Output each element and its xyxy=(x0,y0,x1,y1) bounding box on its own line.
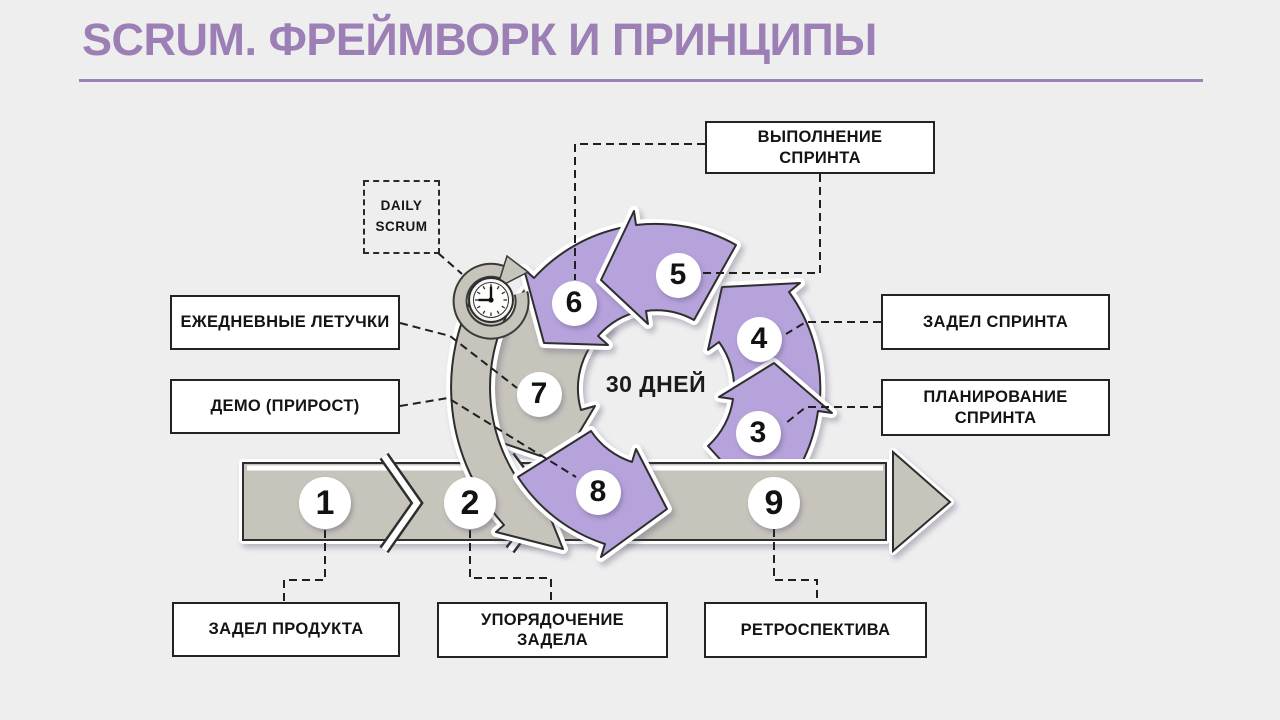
connector-sprint-planning-3 xyxy=(785,406,881,424)
label-text: РЕТРОСПЕКТИВА xyxy=(740,620,891,639)
step-badge-8: 8 xyxy=(575,469,621,515)
connector-daily-scrum-clock xyxy=(437,252,463,275)
step-badge-5: 5 xyxy=(655,252,701,298)
label-text: ЗАДЕЛ СПРИНТА xyxy=(922,312,1069,331)
step-badge-7: 7 xyxy=(516,371,562,417)
label-box-sprint-execution: ВЫПОЛНЕНИЕ СПРИНТА xyxy=(705,121,935,174)
connector-lines xyxy=(283,143,881,601)
label-box-demo-increment: ДЕМО (ПРИРОСТ) xyxy=(170,379,400,434)
label-text: УПОРЯДОЧЕНИЕ ЗАДЕЛА xyxy=(481,610,624,649)
connector-retrospective-9 xyxy=(773,529,818,601)
step-badge-6: 6 xyxy=(551,280,597,326)
connector-sprint-execution-6 xyxy=(574,143,705,280)
label-box-daily-standups: ЕЖЕДНЕВНЫЕ ЛЕТУЧКИ xyxy=(170,295,400,350)
chevron-divider-1 xyxy=(379,452,424,554)
label-box-daily-scrum: DAILY SCRUM xyxy=(363,180,440,254)
label-text: ДЕМО (ПРИРОСТ) xyxy=(210,397,360,416)
label-box-sprint-backlog: ЗАДЕЛ СПРИНТА xyxy=(881,294,1110,350)
step-badge-4: 4 xyxy=(736,316,782,362)
step-badge-1: 1 xyxy=(299,477,351,529)
step-badge-9: 9 xyxy=(748,477,800,529)
step-badge-2: 2 xyxy=(444,477,496,529)
label-text: ПЛАНИРОВАНИЕ СПРИНТА xyxy=(923,388,1068,427)
label-text: ЗАДЕЛ ПРОДУКТА xyxy=(208,620,364,639)
page-title: SCRUM. ФРЕЙМВОРК И ПРИНЦИПЫ xyxy=(82,14,877,65)
connector-daily-standups-7 xyxy=(399,322,518,389)
label-text: ВЫПОЛНЕНИЕ СПРИНТА xyxy=(757,128,883,167)
label-box-retrospective: РЕТРОСПЕКТИВА xyxy=(704,602,927,658)
clock-icon xyxy=(468,277,514,323)
label-box-backlog-ordering: УПОРЯДОЧЕНИЕ ЗАДЕЛА xyxy=(437,602,668,658)
label-text: DAILY SCRUM xyxy=(375,198,428,234)
title-divider xyxy=(79,79,1203,82)
step-badge-3: 3 xyxy=(735,410,781,456)
swirl-arrow-icon xyxy=(452,254,530,340)
connector-demo-8 xyxy=(399,396,577,478)
cycle-duration-label: 30 ДНЕЙ xyxy=(605,371,707,397)
connector-product-backlog-1 xyxy=(283,530,326,601)
connector-sprint-execution-5 xyxy=(701,174,821,274)
label-text: ЕЖЕДНЕВНЫЕ ЛЕТУЧКИ xyxy=(180,313,390,332)
label-box-sprint-planning: ПЛАНИРОВАНИЕ СПРИНТА xyxy=(881,379,1110,436)
label-box-product-backlog: ЗАДЕЛ ПРОДУКТА xyxy=(172,602,400,657)
